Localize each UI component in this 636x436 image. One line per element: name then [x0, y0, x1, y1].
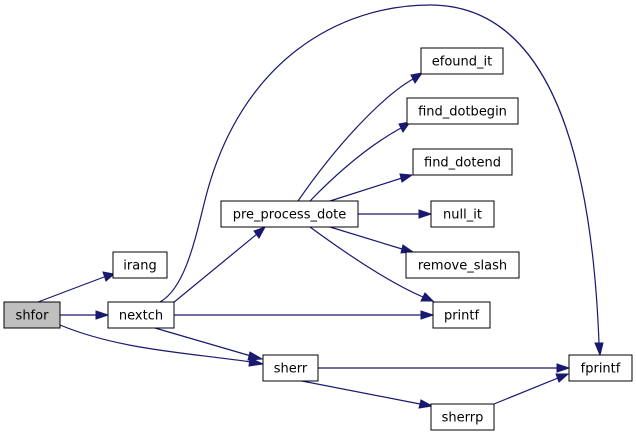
- edge-line: [309, 127, 402, 202]
- node-label: sherr: [274, 362, 308, 377]
- arrowhead-icon: [410, 72, 424, 84]
- node-irang[interactable]: irang: [112, 251, 168, 279]
- edge-pre_process_dote-to-find_dotbegin: [309, 121, 412, 202]
- node-box: [430, 200, 495, 228]
- edge-pre_process_dote-to-printf: [309, 226, 435, 302]
- edge-line: [154, 327, 252, 357]
- node-efound-it[interactable]: efound_it: [420, 47, 504, 75]
- node-label: irang: [123, 259, 156, 274]
- node-label: find_dotbegin: [418, 105, 507, 120]
- node-box: [112, 251, 168, 279]
- node-label: printf: [444, 309, 480, 324]
- edge-nextch-to-sherr: [154, 327, 264, 361]
- edge-line: [329, 226, 403, 250]
- node-remove-slash[interactable]: remove_slash: [405, 251, 520, 279]
- node-fprintf[interactable]: fprintf: [568, 354, 633, 382]
- arrowhead-icon: [594, 342, 604, 357]
- node-label: null_it: [443, 208, 482, 223]
- node-label: fprintf: [581, 362, 621, 377]
- edge-pre_process_dote-to-remove_slash: [329, 226, 415, 254]
- node-box: [220, 200, 359, 228]
- edge-pre_process_dote-to-find_dotend: [329, 173, 414, 202]
- edge-line: [159, 4, 600, 344]
- node-find-dotbegin[interactable]: find_dotbegin: [406, 97, 519, 125]
- edge-shfor-to-sherr: [59, 324, 265, 367]
- node-find-dotend[interactable]: find_dotend: [412, 148, 513, 176]
- edge-shfor-to-irang: [37, 271, 116, 303]
- node-box: [432, 301, 491, 329]
- node-box: [3, 301, 61, 329]
- node-label: nextch: [119, 309, 163, 324]
- node-label: find_dotend: [424, 156, 501, 171]
- node-label: pre_process_dote: [233, 208, 347, 223]
- node-box: [406, 97, 519, 125]
- node-sherr[interactable]: sherr: [262, 354, 319, 382]
- arrowhead-icon: [420, 292, 435, 302]
- node-label: remove_slash: [418, 259, 507, 274]
- node-printf[interactable]: printf: [432, 301, 491, 329]
- arrowhead-icon: [253, 226, 267, 239]
- node-null-it[interactable]: null_it: [430, 200, 495, 228]
- node-sherrp[interactable]: sherrp: [430, 403, 495, 431]
- node-pre-process-dote[interactable]: pre_process_dote: [220, 200, 359, 228]
- edge-nextch-to-printf: [174, 310, 435, 320]
- edges-layer: [37, 4, 604, 409]
- arrowhead-icon: [418, 399, 434, 409]
- edge-nextch-to-pre_process_dote: [172, 226, 267, 304]
- node-nextch[interactable]: nextch: [107, 301, 175, 329]
- edge-pre_process_dote-to-null_it: [358, 209, 433, 219]
- node-label: shfor: [16, 309, 50, 324]
- edge-sherr-to-fprintf: [318, 363, 571, 373]
- node-box: [107, 301, 175, 329]
- edge-line: [37, 276, 105, 303]
- edge-line: [297, 78, 414, 202]
- arrowhead-icon: [556, 363, 571, 373]
- edge-nextch-to-fprintf: [159, 4, 604, 357]
- node-shfor[interactable]: shfor: [3, 301, 61, 329]
- edge-line: [309, 226, 424, 298]
- node-box: [568, 354, 633, 382]
- node-box: [262, 354, 319, 382]
- edge-line: [59, 324, 252, 363]
- arrowhead-icon: [555, 373, 570, 383]
- node-box: [430, 403, 495, 431]
- arrowhead-icon: [399, 173, 414, 183]
- edge-line: [329, 177, 403, 202]
- node-label: sherrp: [442, 411, 484, 426]
- edge-line: [301, 380, 421, 405]
- node-box: [420, 47, 504, 75]
- edge-line: [172, 233, 258, 304]
- edge-shfor-to-nextch: [60, 310, 110, 320]
- arrowhead-icon: [102, 271, 116, 282]
- node-box: [405, 251, 520, 279]
- edge-sherr-to-sherrp: [301, 380, 434, 409]
- arrowhead-icon: [420, 310, 435, 320]
- edge-pre_process_dote-to-efound_it: [297, 72, 424, 202]
- nodes-layer: shfor irang nextch pre_process_dote efound_i…: [3, 47, 633, 431]
- edge-sherrp-to-fprintf: [493, 373, 570, 405]
- arrowhead-icon: [418, 209, 433, 219]
- arrowhead-icon: [247, 351, 264, 361]
- arrowhead-icon: [95, 310, 110, 320]
- node-box: [412, 148, 513, 176]
- edge-line: [493, 377, 559, 405]
- node-label: efound_it: [432, 55, 492, 70]
